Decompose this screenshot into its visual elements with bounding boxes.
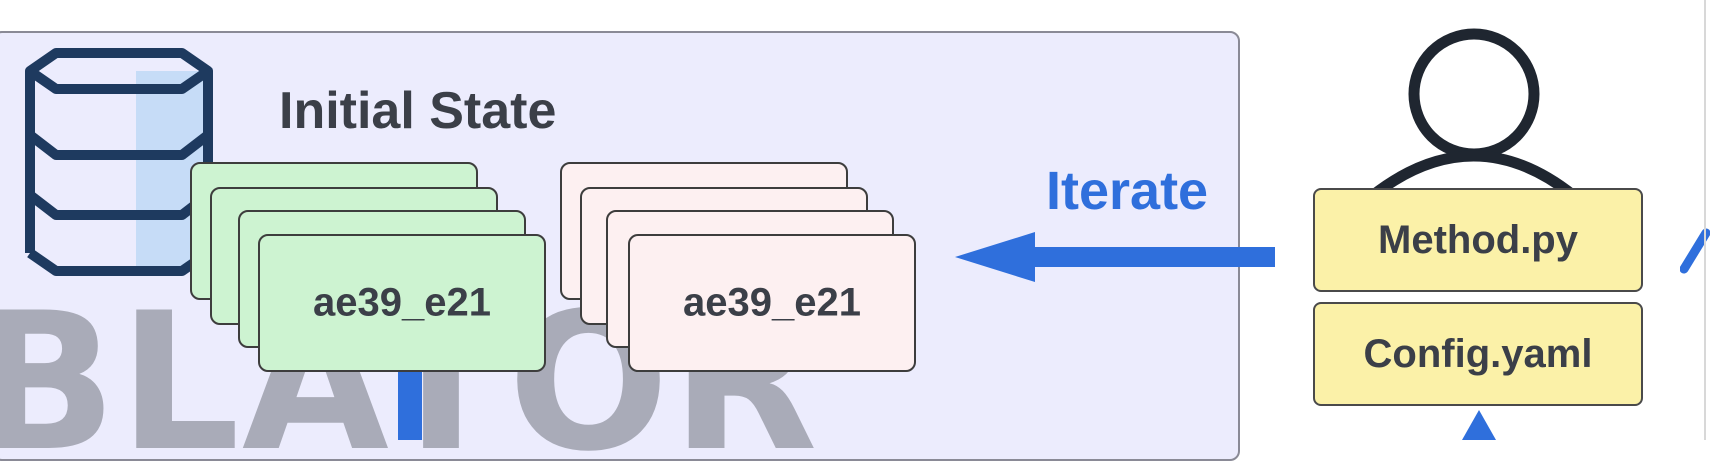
pink-card-label: ae39_e21 — [683, 280, 861, 325]
right-edge-divider — [1704, 0, 1706, 440]
config-file-label: Config.yaml — [1363, 331, 1593, 376]
person-icon — [1368, 28, 1578, 198]
pink-card-front[interactable]: ae39_e21 — [628, 234, 916, 372]
config-file-box[interactable]: Config.yaml — [1313, 302, 1643, 406]
green-card-front[interactable]: ae39_e21 — [258, 234, 546, 372]
partial-arrow-icon — [1680, 228, 1710, 274]
method-file-box[interactable]: Method.py — [1313, 188, 1643, 292]
up-arrow-icon — [1462, 410, 1496, 440]
method-file-label: Method.py — [1378, 217, 1578, 262]
iterate-label: Iterate — [1046, 161, 1209, 221]
left-arrow-icon — [955, 232, 1275, 282]
green-card-label: ae39_e21 — [313, 280, 491, 325]
panel-title: Initial State — [279, 82, 557, 140]
